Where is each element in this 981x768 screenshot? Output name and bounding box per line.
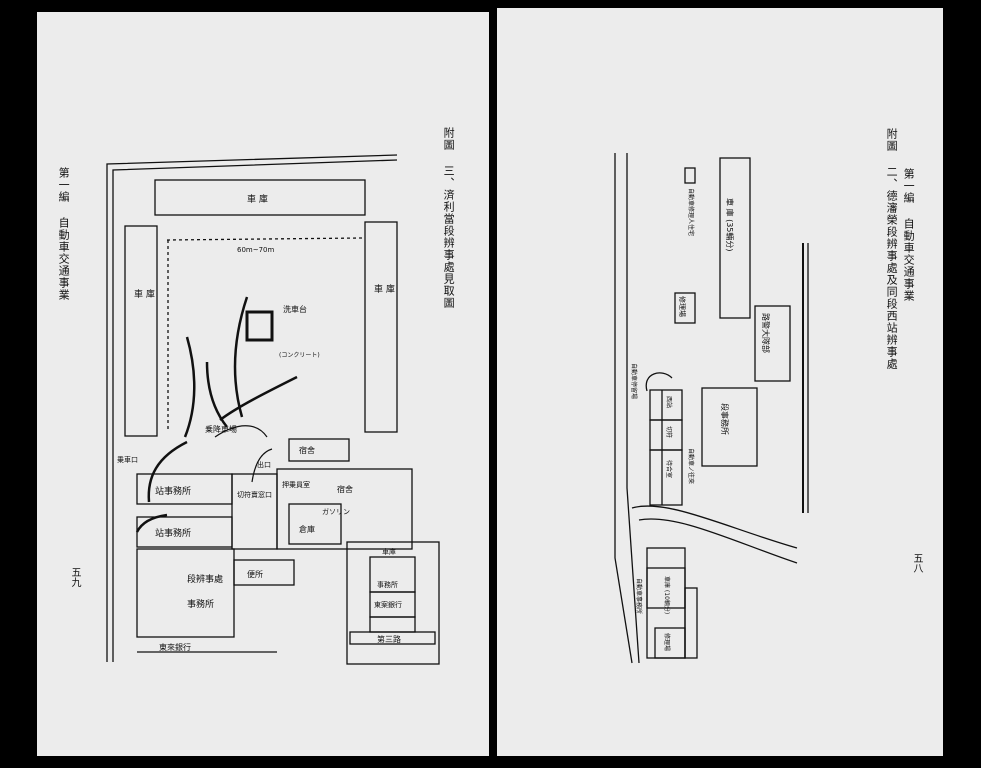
label-exit: 出口: [257, 460, 271, 469]
garage-right: [364, 221, 398, 433]
label-police: 路警大隊部: [761, 313, 771, 353]
label-toilet: 便所: [247, 569, 263, 579]
ticket-window-block: [231, 473, 278, 550]
right-floor-plan: 車 庫 (35輛分) 自動車修理人住宅 修理場 路警大隊部 段事務所 西站 切符…: [614, 153, 809, 664]
label-station-office-1: 站事務所: [155, 485, 191, 497]
label-office-right: 事務所: [377, 580, 398, 589]
label-bank-right: 東案銀行: [374, 600, 402, 609]
left-page-header: 第一編 自動車交通事業: [57, 167, 71, 301]
label-gasoline: ガソリン: [322, 507, 350, 516]
left-boundary-line: [106, 154, 398, 662]
left-figure-title: 附圖 三、済利當段辨事處見取圖: [442, 127, 456, 309]
right-page: 第一編 自動車交通事業 五八 附圖 二、德瀋榮段辨事處及同段西站辨事處: [497, 8, 943, 756]
waiting-room: [649, 449, 683, 506]
label-driver-note: 自動車修理人住宅: [687, 188, 695, 236]
label-ticket-office: 切符: [665, 426, 673, 438]
right-page-header: 第一編 自動車交通事業: [902, 168, 916, 302]
label-dormitory-small: 宿舍: [299, 445, 315, 455]
garage-top: [154, 179, 366, 216]
label-station-office-2: 站事務所: [155, 527, 191, 539]
label-repair-small: 修理場: [663, 633, 671, 651]
garage-left: [124, 225, 158, 437]
label-platform-note: 自動車ノ往來: [687, 448, 695, 484]
label-road: 第三路: [377, 634, 401, 644]
repair-shop: [674, 292, 696, 324]
label-ticket-window: 切符賣窓口: [237, 490, 272, 499]
driver-house: [684, 167, 696, 184]
wash-stand: [245, 310, 274, 342]
left-page: 第一編 自動車交通事業 五九 附圖 三、済利當段辨事處見取圖: [37, 12, 489, 756]
book-gutter: [489, 0, 497, 768]
label-garage: 車 庫 (35輛分): [725, 198, 735, 252]
dormitory-small: [288, 438, 350, 462]
label-section-office-2: 事務所: [187, 598, 214, 610]
garage-35: [719, 157, 751, 319]
label-garage-small: 車庫 (10輛分): [663, 576, 671, 614]
warehouse: [288, 503, 342, 545]
label-warehouse: 倉庫: [299, 524, 315, 534]
label-road-note: 自動車停留場: [630, 363, 638, 399]
label-garage-right: 車 庫: [374, 283, 395, 295]
label-vehicle: 車庫: [382, 547, 396, 556]
left-page-number: 五九: [69, 567, 80, 587]
label-bank-bottom: 東來銀行: [159, 642, 191, 652]
label-garage-left: 車 庫: [134, 288, 155, 300]
label-cargo-office: 押乗員室: [282, 480, 310, 489]
label-garage-top: 車 庫: [247, 193, 268, 205]
arrow-1: [233, 296, 249, 418]
label-section-office: 段辨事處: [187, 573, 223, 585]
label-office: 段事務所: [720, 403, 730, 435]
label-dormitory: 宿舍: [337, 484, 353, 494]
road-curve: [631, 505, 798, 549]
police-office: [754, 305, 791, 382]
toilet: [233, 559, 295, 586]
section-office-right: [701, 387, 758, 467]
bank-block: [346, 541, 440, 665]
label-repair-shop: 修理場: [678, 296, 687, 317]
label-entrance: 乗車口: [117, 455, 138, 464]
label-wash-note: (コンクリート): [279, 352, 320, 359]
right-figure-title: 附圖 二、德瀋榮段辨事處及同段西站辨事處: [885, 128, 899, 370]
label-area-note: 自動車事務所: [635, 578, 643, 614]
label-boarding-area: 乗降車場: [205, 424, 237, 434]
label-wash-stand: 洗車台: [283, 304, 307, 314]
section-office: [136, 548, 235, 638]
label-west-station: 西站: [665, 396, 673, 408]
left-floor-plan: 車 庫 60m~70m 車 庫 車 庫 洗車台 (コンクリート) 乗降車場 宿舍…: [106, 154, 440, 665]
road-line-left: [614, 153, 633, 664]
right-page-number: 五八: [911, 553, 922, 573]
label-dim-width: 60m~70m: [237, 246, 274, 254]
label-ticket: 待合室: [665, 460, 673, 478]
